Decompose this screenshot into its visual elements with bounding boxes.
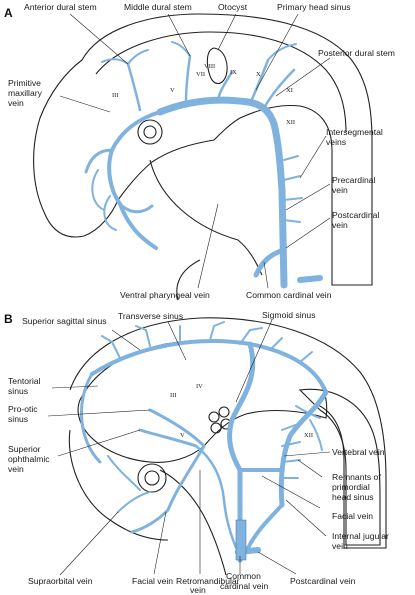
label-precardinal-vein-2: vein — [332, 185, 348, 195]
panel-b-leaders — [47, 319, 331, 576]
panel-a-numeral-iii: III — [112, 92, 119, 99]
panel-a-numeral-xii: XII — [286, 119, 295, 126]
panel-a-veins — [84, 41, 323, 289]
panel-b-labels: Superior sagittal sinus Transverse sinus… — [8, 310, 389, 595]
panel-a-numeral-ix: IX — [230, 69, 237, 76]
panel-a-eye — [137, 119, 163, 145]
label-primitive-maxillary-vein-2: maxillary — [8, 88, 43, 98]
panel-b-letter: B — [4, 312, 13, 326]
panel-a-letter: A — [4, 6, 13, 20]
label-anterior-dural-stem: Anterior dural stem — [24, 2, 97, 12]
panel-a-numeral-xi: XI — [286, 87, 293, 94]
label-facial-vein-right: Facial vein — [332, 511, 373, 521]
panel-a-lens — [143, 125, 157, 139]
panel-a-head-outline — [33, 13, 373, 286]
panel-a: A III V VII VIII — [4, 2, 395, 301]
label-postcardinal-vein-1: Postcardinal — [332, 210, 379, 220]
label-primary-head-sinus: Primary head sinus — [277, 2, 351, 12]
panel-a-numeral-viii: VIII — [204, 63, 215, 70]
label-superior-ophthalmic-vein-3: vein — [8, 464, 24, 474]
label-intersegmental-veins-1: Intersegmental — [326, 127, 383, 137]
panel-b: B — [4, 310, 389, 595]
panel-b-numeral-iii: III — [170, 392, 177, 399]
panel-b-spinal — [298, 388, 381, 546]
panel-b-eye — [137, 463, 167, 493]
panel-a-labels: Anterior dural stem Middle dural stem Ot… — [8, 2, 395, 300]
label-ventral-pharyngeal-vein: Ventral pharyngeal vein — [120, 290, 210, 300]
label-middle-dural-stem: Middle dural stem — [124, 2, 192, 12]
panel-a-numerals: III V VII VIII IX X XI XII — [112, 63, 295, 126]
label-common-cardinal-vein-2: cardinal vein — [220, 581, 268, 591]
panel-a-numeral-x: X — [256, 71, 261, 78]
label-retromandibular-vein-2: vein — [190, 585, 206, 595]
label-retromandibular-vein-1: Retromandibular — [176, 576, 240, 586]
label-superior-sagittal-sinus: Superior sagittal sinus — [22, 316, 107, 326]
label-common-cardinal-vein-1: Common — [226, 571, 261, 581]
panel-a-leaders — [59, 13, 331, 289]
panel-b-numerals: III IV V XII — [170, 383, 313, 439]
label-internal-jugular-vein-1: Internal jugular — [332, 531, 389, 541]
label-otocyst: Otocyst — [218, 2, 248, 12]
label-tentorial-sinus-1: Tentorial — [8, 376, 41, 386]
label-remnants-2: primordial — [332, 482, 370, 492]
label-postcardinal-vein-b: Postcardinal vein — [290, 576, 356, 586]
label-remnants-3: head sinus — [332, 492, 374, 502]
label-pro-otic-sinus-2: sinus — [8, 414, 28, 424]
panel-b-veins — [80, 321, 329, 563]
panel-b-head-outline — [69, 317, 387, 549]
label-posterior-dural-stem: Posterior dural stem — [318, 48, 395, 58]
panel-b-numeral-v: V — [180, 432, 185, 439]
panel-b-numeral-xii: XII — [304, 432, 313, 439]
panel-a-neural-tube — [95, 31, 347, 133]
panel-a-numeral-vii: VII — [196, 71, 205, 78]
label-precardinal-vein-1: Precardinal — [332, 175, 376, 185]
label-vertebral-vein: Vertebral vein — [332, 447, 385, 457]
panel-b-lens — [144, 470, 160, 486]
label-common-cardinal-vein: Common cardinal vein — [246, 290, 332, 300]
label-postcardinal-vein-2: vein — [332, 220, 348, 230]
label-remnants-1: Remnants of — [332, 472, 381, 482]
panel-a-numeral-v: V — [170, 87, 175, 94]
label-pro-otic-sinus-1: Pro-otic — [8, 404, 38, 414]
label-tentorial-sinus-2: sinus — [8, 386, 28, 396]
label-superior-ophthalmic-vein-1: Superior — [8, 444, 41, 454]
panel-a-otocyst-shape — [206, 47, 228, 85]
label-supraorbital-vein: Supraorbital vein — [28, 576, 93, 586]
label-intersegmental-veins-2: veins — [326, 137, 346, 147]
label-facial-vein-bottom: Facial vein — [132, 576, 173, 586]
panel-b-numeral-iv: IV — [196, 383, 203, 390]
label-sigmoid-sinus: Sigmoid sinus — [262, 310, 316, 320]
label-primitive-maxillary-vein-1: Primitive — [8, 78, 41, 88]
panel-b-face-outline — [68, 429, 227, 576]
label-transverse-sinus: Transverse sinus — [118, 311, 183, 321]
label-superior-ophthalmic-vein-2: ophthalmic — [8, 454, 50, 464]
panel-a-pharyngeal-outline — [149, 159, 263, 301]
label-primitive-maxillary-vein-3: vein — [8, 98, 24, 108]
label-internal-jugular-vein-2: vein — [332, 541, 348, 551]
